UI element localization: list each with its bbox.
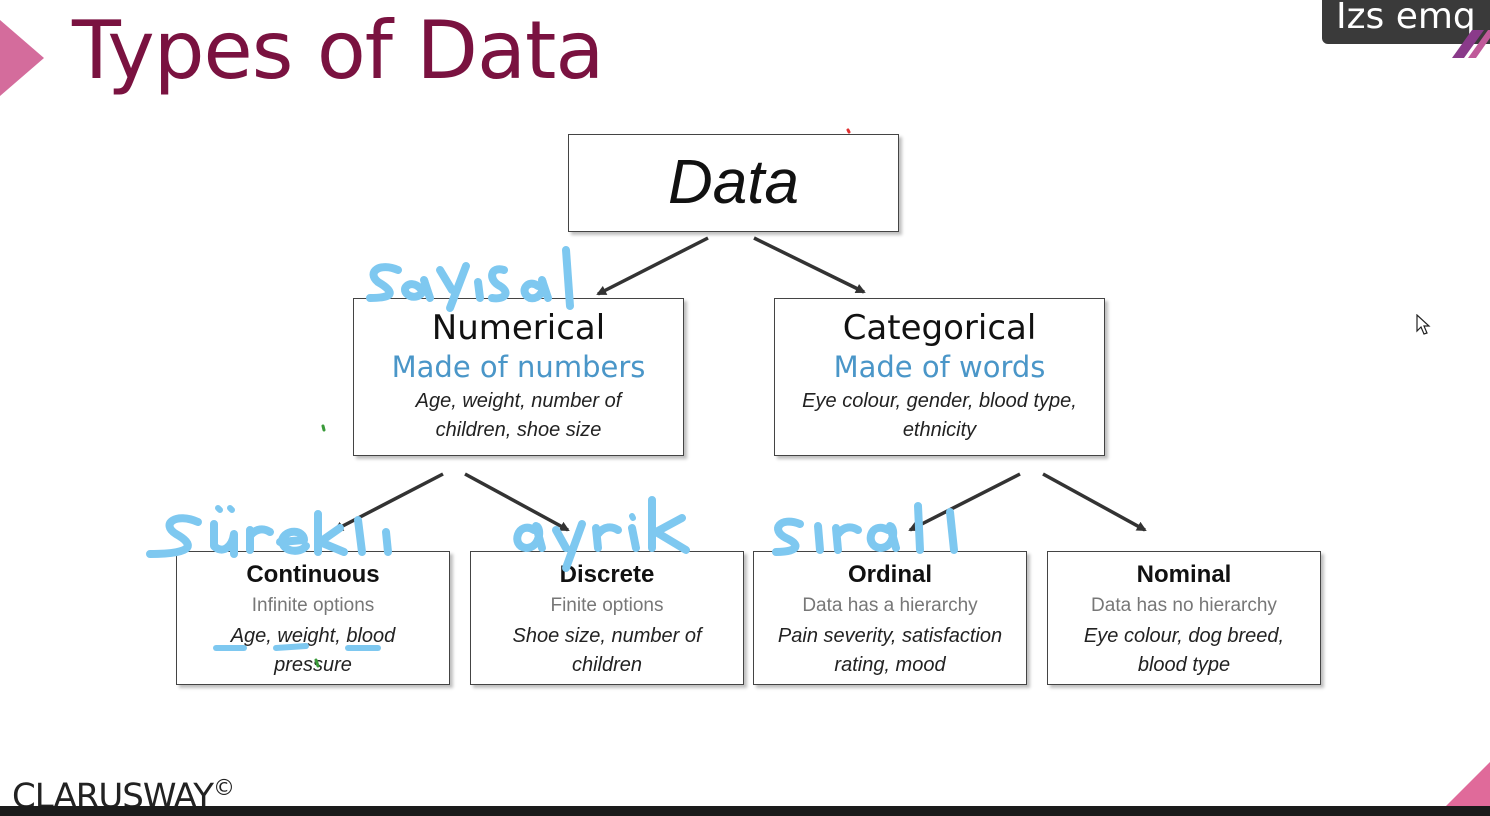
continuous-examples: Age, weight, blood pressure <box>230 625 396 676</box>
mouse-cursor-icon <box>1416 314 1431 335</box>
arrow-numerical-discrete <box>464 472 570 532</box>
logo-copyright-mark: © <box>212 776 235 801</box>
ink-note-discrete <box>513 496 690 572</box>
discrete-title: Discrete <box>559 561 655 588</box>
ink-underlines <box>213 643 381 651</box>
categorical-box: Categorical Made of words Eye colour, ge… <box>774 298 1105 456</box>
discrete-box: Discrete Finite options Shoe size, numbe… <box>470 551 744 685</box>
arrow-data-numerical <box>596 236 709 296</box>
nominal-box: Nominal Data has no hierarchy Eye colour… <box>1047 551 1321 685</box>
numerical-examples: Age, weight, number of children, shoe si… <box>415 390 622 441</box>
ink-note-numerical <box>366 246 574 312</box>
ordinal-title: Ordinal <box>847 561 932 588</box>
ink-dot-green <box>321 424 326 432</box>
corner-stripes-icon <box>1452 30 1490 58</box>
nominal-examples: Eye colour, dog breed, blood type <box>1083 625 1285 676</box>
ink-note-continuous <box>146 510 392 558</box>
root-title: Data <box>668 148 799 217</box>
numerical-subtitle: Made of numbers <box>391 350 646 384</box>
arrow-categorical-ordinal <box>908 472 1021 532</box>
nominal-title: Nominal <box>1136 561 1232 588</box>
categorical-examples: Eye colour, gender, blood type, ethnicit… <box>802 390 1077 441</box>
discrete-examples: Shoe size, number of children <box>512 625 702 676</box>
continuous-box: Continuous Infinite options Age, weight,… <box>176 551 450 685</box>
continuous-title: Continuous <box>246 561 380 588</box>
nominal-subtitle: Data has no hierarchy <box>1091 595 1277 616</box>
discrete-subtitle: Finite options <box>550 595 664 616</box>
ink-tick-green <box>314 658 320 668</box>
ordinal-box: Ordinal Data has a hierarchy Pain severi… <box>753 551 1027 685</box>
data-root-box: Data <box>568 134 899 232</box>
arrow-data-categorical <box>753 236 866 294</box>
categorical-title: Categorical <box>842 308 1037 348</box>
continuous-subtitle: Infinite options <box>251 595 375 616</box>
ink-note-ordinal <box>772 502 958 556</box>
meeting-code-badge: Izs emq <box>1322 0 1490 44</box>
bottom-bar <box>0 806 1490 816</box>
ink-dot-red <box>846 128 851 134</box>
arrow-numerical-continuous <box>333 472 444 532</box>
numerical-box: Numerical Made of numbers Age, weight, n… <box>353 298 684 456</box>
ordinal-examples: Pain severity, satisfaction rating, mood <box>777 625 1003 676</box>
arrow-categorical-nominal <box>1042 472 1147 532</box>
numerical-title: Numerical <box>431 308 606 348</box>
title-marker-icon <box>0 20 44 96</box>
ink-dot-discrete <box>629 513 636 521</box>
ordinal-subtitle: Data has a hierarchy <box>802 595 978 616</box>
categorical-subtitle: Made of words <box>833 350 1046 384</box>
slide-title: Types of Data <box>72 4 604 97</box>
ink-umlaut <box>215 505 235 513</box>
